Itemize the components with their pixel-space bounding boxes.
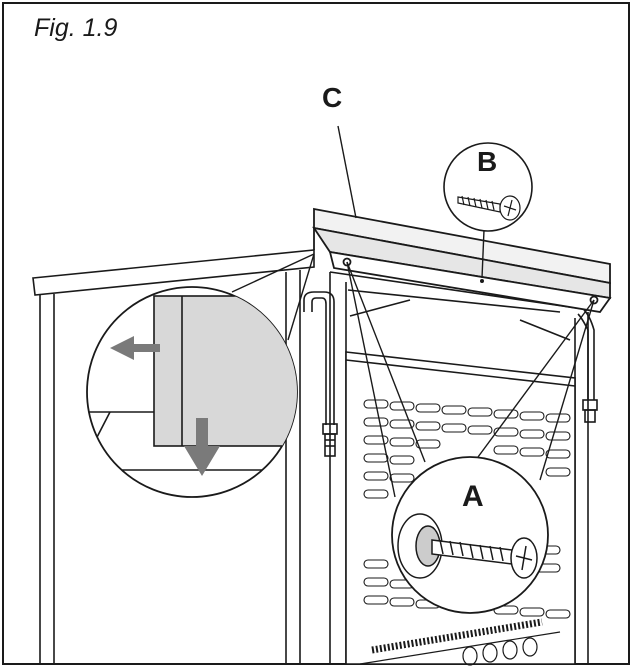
left-hook-pipe [303,291,338,457]
callout-label-c: C [322,82,343,113]
figure-title: Fig. 1.9 [34,14,118,42]
inset-screw-b [443,142,533,232]
callout-label-b: B [477,146,498,177]
inset-slide-detail [86,286,298,498]
bottom-grille [359,618,561,666]
callout-label-a: A [462,480,484,513]
top-panel-c [312,207,612,313]
callout-lines [231,125,595,498]
inset-spacer-a [391,456,549,614]
